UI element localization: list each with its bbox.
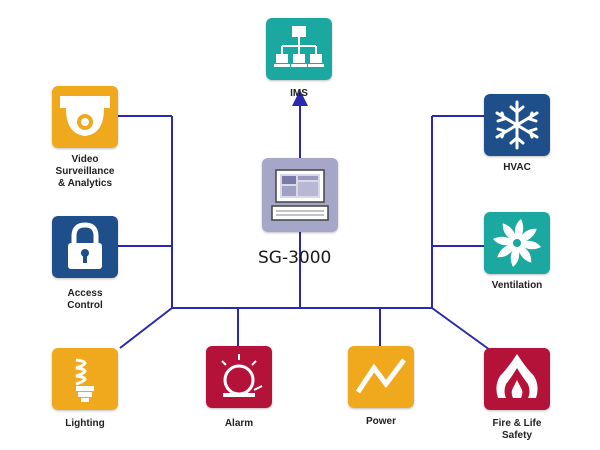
access-label: Access Control [67,288,103,311]
fire-connector-line [431,307,491,351]
access-tile [52,216,118,278]
network-icon [266,18,332,80]
padlock-icon [52,216,118,278]
fire-label: Fire & Life Safety [492,418,542,441]
snowflake-icon [484,94,550,156]
security-camera-icon [52,86,118,148]
fan-icon [484,212,550,274]
ventilation-label: Ventilation [491,280,543,291]
lighting-label: Lighting [65,418,105,429]
hvac-tile [484,94,550,156]
center-title: SG-3000 [258,248,332,268]
lighting-tile [52,348,118,410]
fire-tile [484,348,550,410]
hvac-label: HVAC [503,162,531,173]
computer-tile [262,158,338,232]
alarm-label: Alarm [224,418,254,429]
power-tile [348,346,414,408]
ventilation-tile [484,212,550,274]
video-tile [52,86,118,148]
alarm-bell-icon [206,346,272,408]
video-label: Video Surveillance & Analytics [55,154,115,189]
computer-icon [262,158,338,232]
power-label: Power [365,416,396,427]
light-bulb-icon [52,348,118,410]
lighting-connector-line [119,307,173,349]
lightning-icon [348,346,414,408]
alarm-tile [206,346,272,408]
flame-icon [484,348,550,410]
ims-label: IMS [290,88,308,99]
ims-tile [266,18,332,80]
